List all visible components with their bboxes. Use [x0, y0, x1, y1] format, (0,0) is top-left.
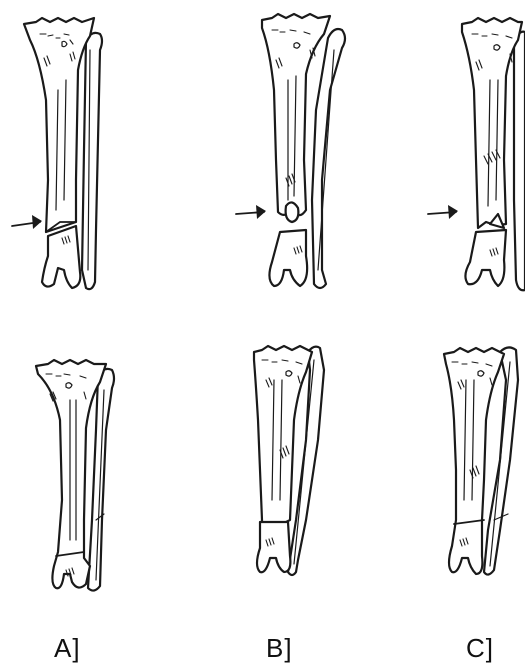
arrowhead-b: [256, 205, 266, 219]
panel-b-bottom: [254, 346, 324, 575]
tibia-c-top-distal: [465, 230, 506, 286]
label-a: A]: [54, 633, 81, 664]
panel-c-bottom: [444, 347, 518, 574]
label-b: B]: [266, 633, 293, 664]
fibula-c-top: [514, 32, 525, 291]
arrowhead-a: [32, 215, 42, 229]
fibula-a-top: [82, 33, 102, 289]
tibia-a-top-distal: [42, 226, 80, 288]
tibia-b-top-distal: [269, 230, 307, 286]
fibula-b-top: [312, 29, 345, 288]
label-c: C]: [466, 633, 494, 664]
panel-a-top: [12, 18, 102, 289]
arrowhead-c: [448, 205, 458, 219]
panel-a-bottom: [36, 360, 114, 591]
panel-c-top: [428, 18, 525, 290]
panel-b-top: [236, 14, 345, 288]
bone-fragment-b-top: [286, 202, 299, 222]
tibia-b-bottom-distal: [257, 522, 290, 572]
